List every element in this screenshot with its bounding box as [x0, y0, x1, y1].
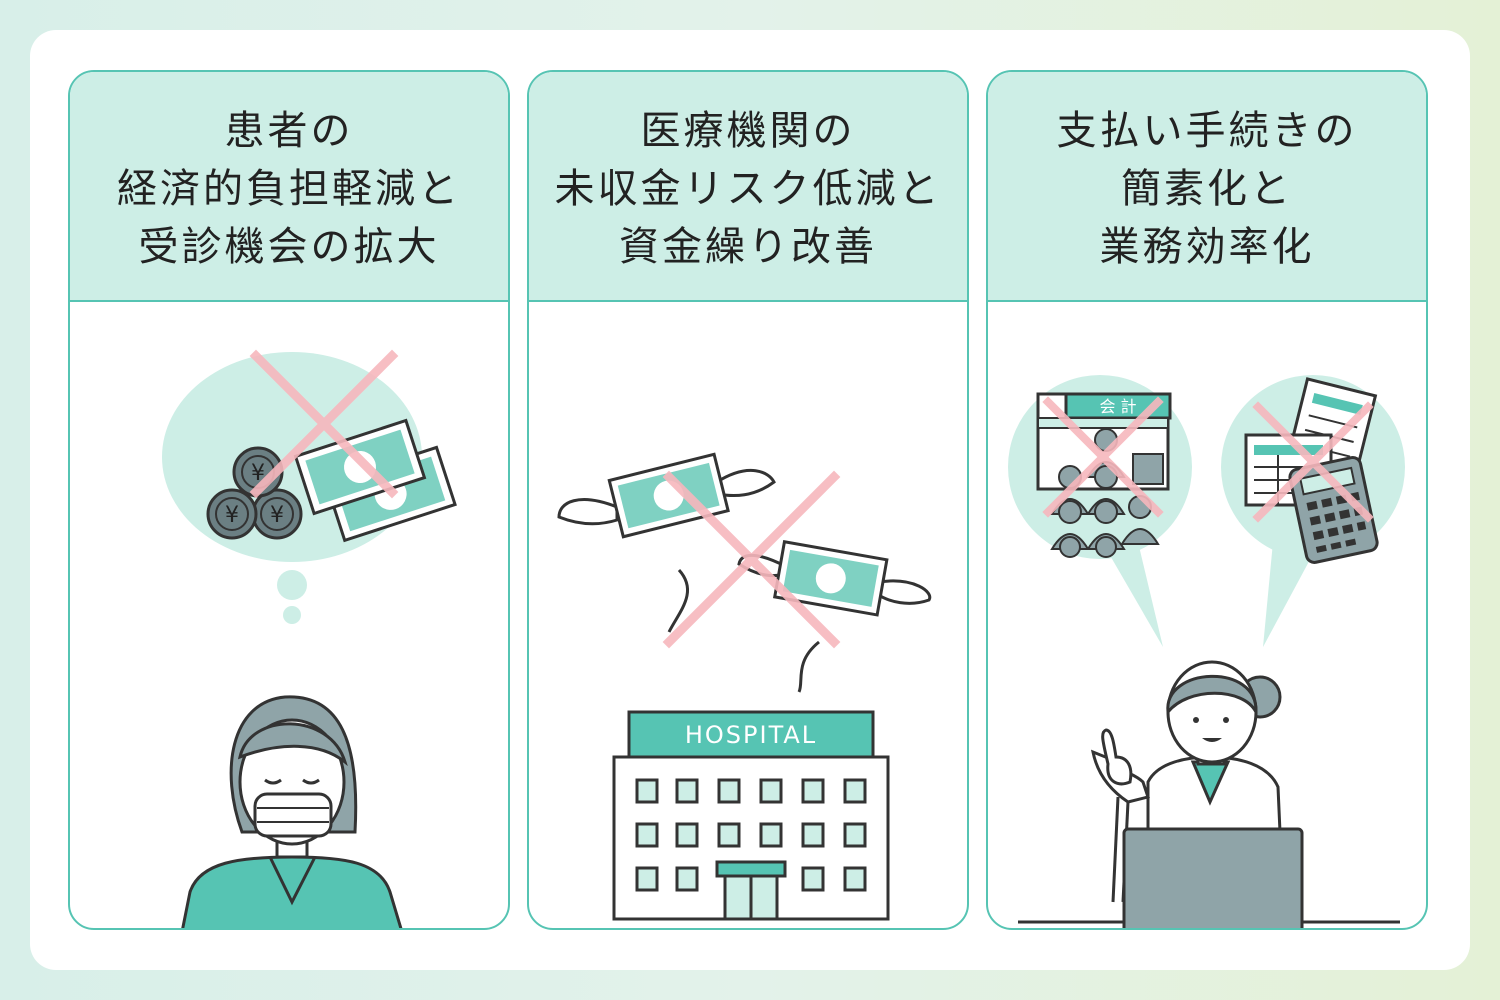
hospital-sign-label: HOSPITAL — [685, 721, 817, 749]
card-title-line: 受診機会の拡大 — [138, 224, 440, 270]
card-title-line: 経済的負担軽減と — [117, 166, 461, 212]
card-title-line: 業務効率化 — [1099, 224, 1315, 270]
card-title-line: 患者の — [224, 108, 354, 154]
flying-money-icon — [557, 452, 776, 633]
cross-mark-icon — [1252, 401, 1374, 523]
svg-text:¥: ¥ — [251, 461, 265, 486]
card-title-line: 医療機関の — [640, 108, 856, 154]
card-header: 患者の 経済的負担軽減と 受診機会の拡大 — [70, 72, 508, 302]
patient-illustration: ¥ ¥ ¥ — [162, 349, 457, 928]
card-payment-procedure: 支払い手続きの 簡素化と 業務効率化 会 計 — [986, 70, 1428, 930]
yen-coin-icon: ¥ ¥ ¥ — [206, 446, 303, 540]
cross-mark-icon — [249, 349, 399, 499]
card-title-line: 支払い手続きの — [1056, 108, 1358, 154]
svg-text:¥: ¥ — [225, 503, 239, 528]
thought-dot — [283, 606, 301, 624]
thought-dot — [277, 570, 307, 600]
card-title-line: 簡素化と — [1121, 166, 1293, 212]
counter-sign-label: 会 計 — [1099, 397, 1136, 416]
card-medical-institution: 医療機関の 未収金リスク低減と 資金繰り改善 — [527, 70, 969, 930]
card-title-line: 未収金リスク低減と — [554, 166, 942, 212]
card-header: 医療機関の 未収金リスク低減と 資金繰り改善 — [529, 72, 967, 302]
card-header: 支払い手続きの 簡素化と 業務効率化 — [988, 72, 1426, 302]
sheet: 患者の 経済的負担軽減と 受診機会の拡大 — [30, 30, 1470, 970]
staff-woman-icon — [1090, 660, 1282, 903]
checkout-queue-icon: 会 計 — [1036, 392, 1172, 558]
cross-mark-icon — [662, 470, 841, 649]
masked-woman-icon — [181, 695, 403, 928]
hospital-illustration: HOSPITAL — [557, 452, 932, 921]
card-patient-burden: 患者の 経済的負担軽減と 受診機会の拡大 — [68, 70, 510, 930]
cross-mark-icon — [1042, 396, 1164, 518]
hospital-building-icon: HOSPITAL — [612, 710, 890, 921]
staff-illustration: 会 計 — [1008, 375, 1405, 928]
card-title-line: 資金繰り改善 — [619, 224, 877, 270]
laptop-icon — [1122, 827, 1304, 928]
svg-text:¥: ¥ — [270, 503, 284, 528]
flying-money-icon — [737, 539, 932, 693]
